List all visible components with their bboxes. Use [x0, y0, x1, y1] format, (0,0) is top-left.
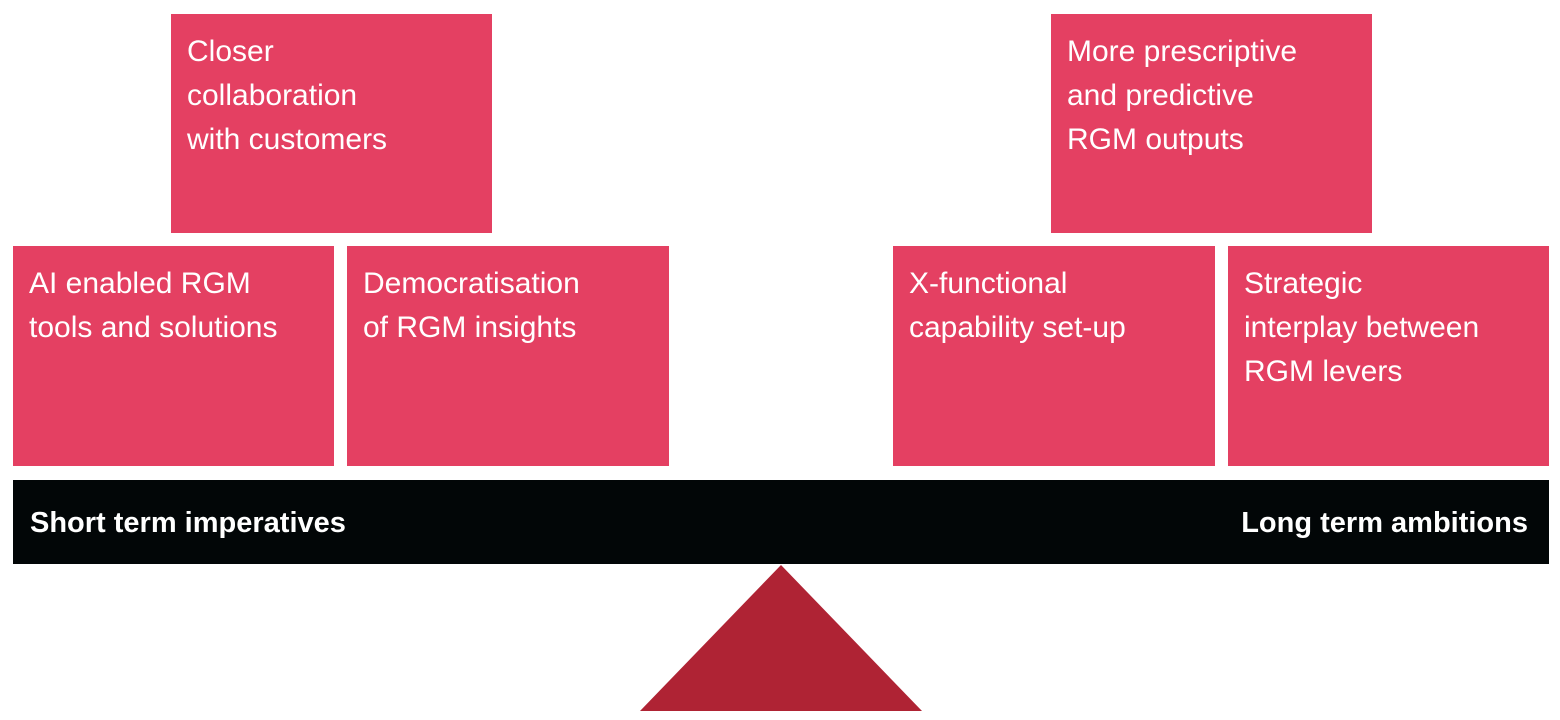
balance-beam: Short term imperatives Long term ambitio…	[13, 480, 1549, 564]
box-prescriptive-outputs: More prescriptive and predictive RGM out…	[1051, 14, 1372, 233]
beam-left-label: Short term imperatives	[30, 507, 346, 539]
box-closer-collaboration: Closer collaboration with customers	[171, 14, 492, 233]
box-x-functional: X-functional capability set-up	[893, 246, 1215, 466]
box-ai-enabled-tools: AI enabled RGM tools and solutions	[13, 246, 334, 466]
fulcrum-triangle	[640, 565, 922, 711]
box-democratisation: Democratisation of RGM insights	[347, 246, 669, 466]
box-strategic-interplay: Strategic interplay between RGM levers	[1228, 246, 1549, 466]
beam-right-label: Long term ambitions	[1241, 507, 1528, 539]
